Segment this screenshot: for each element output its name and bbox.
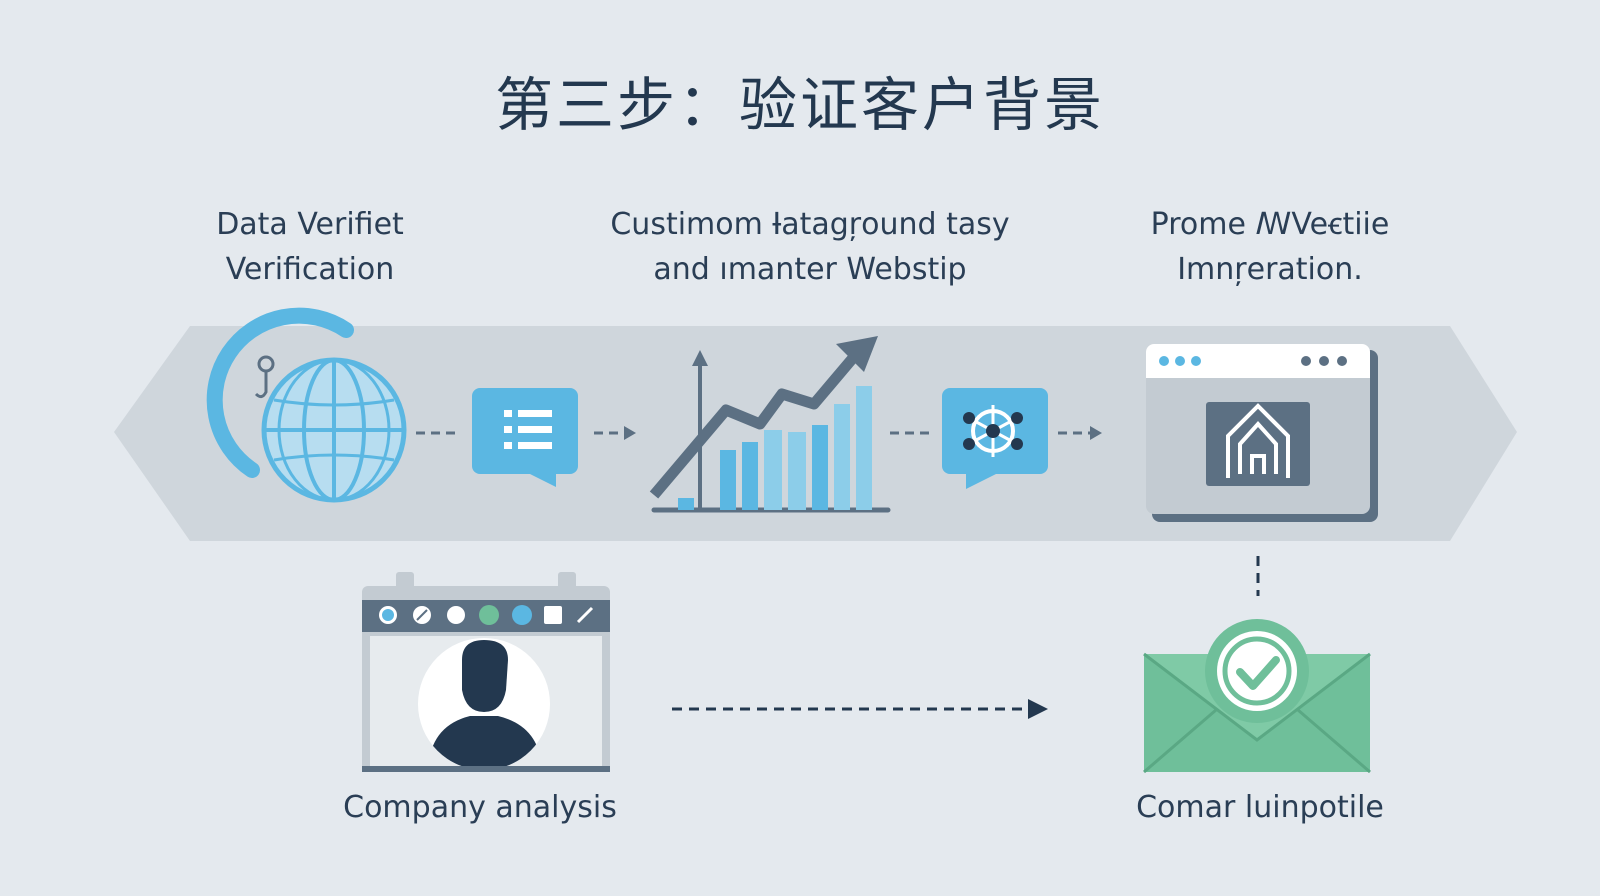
list-chat-icon xyxy=(472,388,578,487)
email-check-icon xyxy=(1143,619,1371,774)
label-customer-background-line1: Custimom Ɨatagŗound tasy xyxy=(610,207,1010,242)
globe-icon xyxy=(206,307,407,503)
label-data-verification-line1: Data Verifiet xyxy=(216,207,404,242)
label-profile-integration-line2: Imnŗeration. xyxy=(1177,252,1363,287)
label-customer-background: Custimom Ɨatagŗound tasy and ımanter Web… xyxy=(540,202,1080,292)
connector-2 xyxy=(594,426,636,440)
label-data-verification-line2: Verification xyxy=(225,252,395,287)
label-data-verification: Data Verifiet Verification xyxy=(150,202,470,292)
connector-4 xyxy=(1058,426,1102,440)
growth-chart-icon xyxy=(649,336,891,513)
profile-window-icon xyxy=(362,572,610,772)
label-customer-background-line2: and ımanter Webstip xyxy=(653,252,967,287)
label-profile-integration: Prome ꟿVeꞓtiie Imnŗeration. xyxy=(1090,202,1450,292)
network-chat-icon xyxy=(942,388,1048,489)
label-email-confirm: Comar luinpotile xyxy=(1136,790,1384,825)
page-title: 第三步：验证客户背景 xyxy=(494,71,1105,139)
label-company-analysis: Company analysis xyxy=(343,790,617,825)
connector-6 xyxy=(672,699,1048,719)
label-profile-integration-line1: Prome ꟿVeꞓtiie xyxy=(1150,207,1390,242)
browser-home-icon xyxy=(1146,344,1378,522)
